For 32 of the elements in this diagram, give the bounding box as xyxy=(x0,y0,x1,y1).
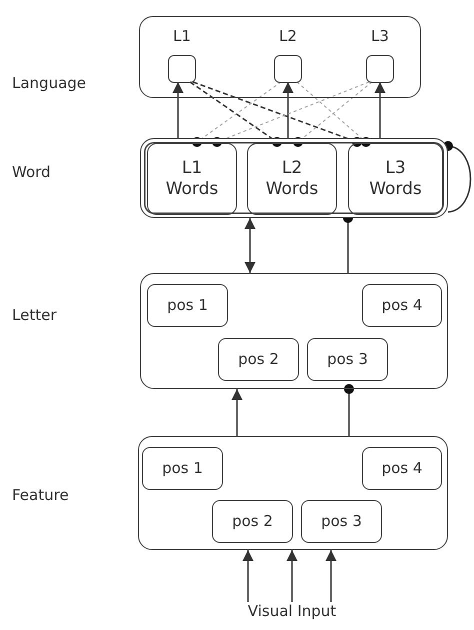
layer-box xyxy=(138,436,448,550)
layer-label: Word xyxy=(12,163,51,181)
arrow xyxy=(232,389,242,436)
position-box: pos 2 xyxy=(212,500,293,543)
arrow xyxy=(242,550,254,602)
position-box: pos 4 xyxy=(362,447,442,490)
input-label: Visual Input xyxy=(236,602,348,626)
inhibitory-connection xyxy=(212,82,370,147)
arrow xyxy=(286,550,298,602)
position-box: pos 3 xyxy=(307,338,388,381)
word-box: L1 Words xyxy=(147,143,237,215)
inhibitory-connection xyxy=(443,141,472,213)
position-box: pos 1 xyxy=(142,447,223,490)
position-box: pos 1 xyxy=(147,284,228,327)
box-label: L3 xyxy=(371,27,389,46)
position-box: pos 2 xyxy=(218,338,299,381)
word-box: L3 Words xyxy=(348,143,443,215)
layer-label: Language xyxy=(12,74,86,92)
box-label: L1 xyxy=(173,27,191,46)
layer-box xyxy=(139,16,421,98)
layer-label: Letter xyxy=(12,306,56,324)
arrow xyxy=(326,550,336,602)
layer-box xyxy=(140,273,448,389)
arrow xyxy=(244,218,256,273)
inhibitory-connection xyxy=(192,81,362,147)
word-box: L2 Words xyxy=(247,143,337,215)
position-box: pos 3 xyxy=(301,500,382,543)
box-label: L2 xyxy=(279,27,297,46)
layer-label: Feature xyxy=(12,486,69,504)
position-box: pos 4 xyxy=(362,284,442,327)
layer-box xyxy=(140,138,448,218)
inhibitory-connection xyxy=(344,384,354,436)
